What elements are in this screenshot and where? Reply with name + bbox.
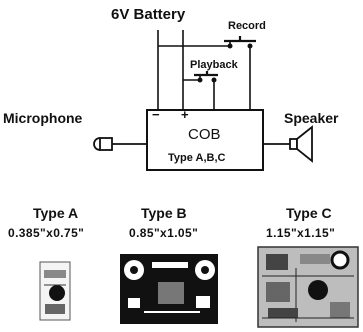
positive-terminal-label: + [181,107,189,122]
type-b-name: Type B [141,205,187,221]
battery-label: 6V Battery [111,6,185,23]
record-label: Record [228,20,266,32]
playback-label: Playback [190,59,238,71]
type-a-name: Type A [33,205,78,221]
type-c-name: Type C [286,205,332,221]
speaker-label: Speaker [284,110,338,126]
playback-switch-contacts [198,78,217,83]
type-c-size: 1.15"x1.15" [266,226,335,240]
type-a-size: 0.385"x0.75" [8,226,84,240]
microphone-label: Microphone [3,110,82,126]
cob-label: COB [188,126,221,143]
playback-switch [183,71,218,110]
speaker-icon [263,127,312,161]
cob-types-label: Type A,B,C [168,152,225,164]
type-b-size: 0.85"x1.05" [129,226,198,240]
type-b-board [120,254,218,324]
type-a-board [40,262,70,320]
type-c-board [258,247,358,327]
battery-wires [158,30,183,110]
microphone-icon [94,138,147,150]
negative-terminal-label: − [152,107,160,122]
record-switch-contacts [228,44,253,49]
